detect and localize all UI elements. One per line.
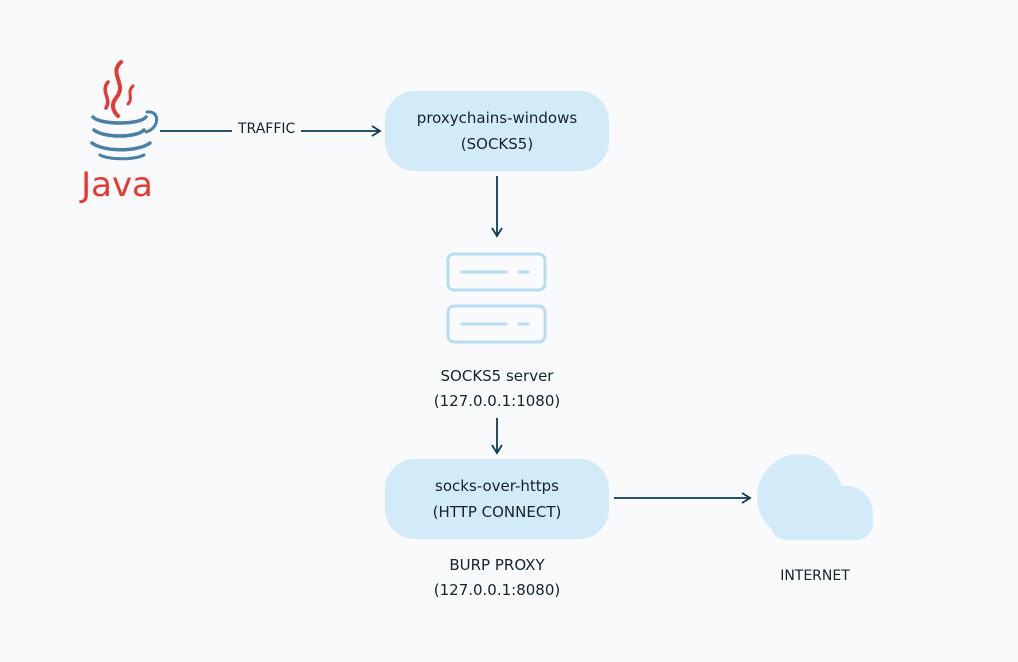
edge-label-traffic: TRAFFIC bbox=[232, 121, 302, 137]
node-socks-over-https: socks-over-https (HTTP CONNECT) bbox=[385, 459, 609, 539]
socks5-server-title: SOCKS5 server bbox=[440, 367, 554, 385]
internet-caption: INTERNET bbox=[780, 568, 850, 584]
server-icon bbox=[446, 252, 547, 344]
node-proxychains-title: proxychains-windows bbox=[416, 109, 578, 127]
java-logo-icon: Java bbox=[79, 60, 159, 205]
cloud-icon bbox=[757, 454, 873, 540]
node-proxychains-windows: proxychains-windows (SOCKS5) bbox=[385, 91, 609, 171]
node-socks-over-https-title: socks-over-https bbox=[435, 477, 559, 495]
java-logo-text: Java bbox=[79, 165, 153, 205]
node-socks5-server-caption: SOCKS5 server (127.0.0.1:1080) bbox=[397, 364, 597, 414]
socks5-server-address: (127.0.0.1:1080) bbox=[433, 392, 561, 410]
node-socks-over-https-subtitle: (HTTP CONNECT) bbox=[432, 503, 562, 521]
burp-proxy-title: BURP PROXY bbox=[449, 556, 545, 574]
burp-proxy-address: (127.0.0.1:8080) bbox=[433, 581, 561, 599]
burp-proxy-caption: BURP PROXY (127.0.0.1:8080) bbox=[397, 553, 597, 603]
node-proxychains-subtitle: (SOCKS5) bbox=[460, 135, 534, 153]
